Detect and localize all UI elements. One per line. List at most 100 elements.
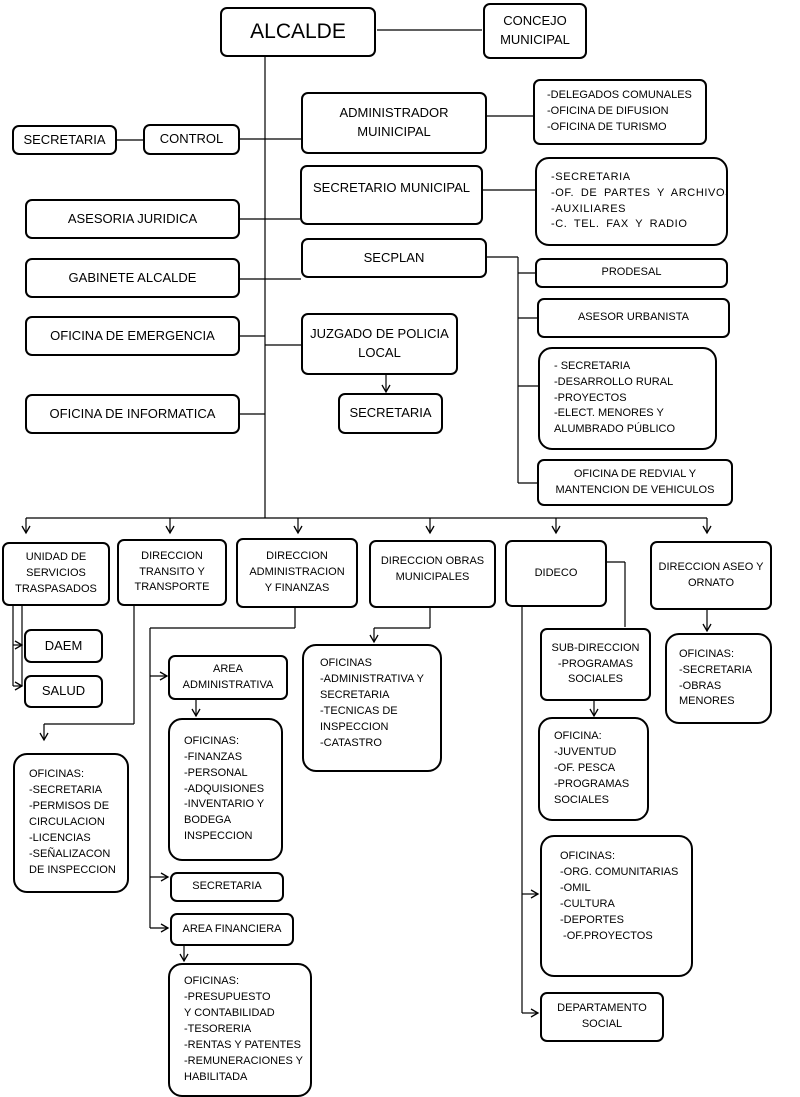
sec-oficina-2: -OF. DE PARTES Y ARCHIVOS: [551, 186, 728, 199]
obras-label-1: DIRECCION OBRAS: [380, 555, 485, 567]
juzgado-secretaria-box: SECRETARIA: [338, 393, 443, 434]
subdir-oficina-4: SOCIALES: [554, 793, 610, 806]
administrador-municipal-box: ADMINISTRADOR MUINICIPAL: [301, 92, 487, 154]
area-fin-oficina-0: OFICINAS:: [184, 975, 240, 988]
secplan-oficina-3: -PROYECTOS: [554, 391, 627, 404]
secretario-oficinas-box: -SECRETARIA -OF. DE PARTES Y ARCHIVOS -A…: [535, 157, 728, 246]
salud-label: SALUD: [41, 683, 86, 699]
dideco-oficina-5: -OF.PROYECTOS: [560, 929, 653, 942]
daem-box: DAEM: [24, 629, 103, 663]
subdir-label-1: SUB-DIRECCION: [551, 641, 640, 654]
concejo-municipal-box: CONCEJO MUNICIPAL: [483, 3, 587, 59]
area-financiera-label: AREA FINANCIERA: [182, 922, 282, 935]
obras-oficina-4: INSPECCION: [320, 720, 389, 733]
transito-oficina-1: -SECRETARIA: [29, 784, 103, 797]
administrador-label-2: MUINICIPAL: [357, 124, 431, 139]
dideco-oficinas-box: OFICINAS: -ORG. COMUNITARIAS -OMIL -CULT…: [540, 835, 693, 977]
administracion-label-2: ADMINISTRACION: [249, 566, 345, 579]
secplan-oficinas-box: - SECRETARIA -DESARROLLO RURAL -PROYECTO…: [538, 347, 717, 450]
aseo-oficina-2: -OBRAS: [679, 679, 722, 692]
area-admin-oficina-0: OFICINAS:: [184, 734, 240, 747]
secplan-oficina-2: -DESARROLLO RURAL: [554, 375, 674, 388]
transito-oficinas-box: OFICINAS: -SECRETARIA -PERMISOS DE CIRCU…: [13, 753, 129, 893]
secretaria-control-label: SECRETARIA: [23, 131, 106, 147]
oficina-emergencia-box: OFICINA DE EMERGENCIA: [25, 316, 240, 356]
secplan-label: SECPLAN: [363, 250, 425, 265]
admin-secretaria-label: SECRETARIA: [192, 880, 262, 893]
adm-oficina-2: -OFICINA DE DIFUSION: [547, 105, 669, 118]
dideco-oficina-4: -DEPORTES: [560, 913, 624, 926]
area-fin-oficina-2: Y CONTABILIDAD: [184, 1007, 275, 1020]
daem-label: DAEM: [44, 637, 83, 653]
secretario-municipal-box: SECRETARIO MUNICIPAL: [300, 165, 483, 225]
adm-oficina-3: -OFICINA DE TURISMO: [547, 120, 667, 133]
direccion-obras-box: DIRECCION OBRAS MUNICIPALES: [369, 540, 496, 608]
concejo-label-1: CONCEJO: [503, 13, 567, 29]
obras-oficina-2: SECRETARIA: [320, 688, 390, 701]
juzgado-secretaria-label: SECRETARIA: [349, 405, 432, 421]
area-administrativa-box: AREA ADMINISTRATIVA: [168, 655, 288, 700]
area-admin-label-1: AREA: [213, 662, 243, 675]
area-admin-oficina-4: -INVENTARIO Y: [184, 798, 265, 811]
oficina-redvial-box: OFICINA DE REDVIAL Y MANTENCION DE VEHIC…: [537, 459, 733, 506]
oficina-informatica-box: OFICINA DE INFORMATICA: [25, 394, 240, 434]
secplan-box: SECPLAN: [301, 238, 487, 278]
transito-oficina-3: CIRCULACION: [29, 816, 105, 829]
sec-oficina-3: -AUXILIARES: [551, 202, 627, 215]
secretaria-control-box: SECRETARIA: [12, 125, 117, 155]
obras-label-2: MUNICIPALES: [395, 570, 470, 583]
asesoria-juridica-label: ASESORIA JURIDICA: [67, 210, 198, 226]
administrador-oficinas-box: -DELEGADOS COMUNALES -OFICINA DE DIFUSIO…: [533, 79, 707, 145]
obras-oficina-5: -CATASTRO: [320, 736, 382, 749]
depto-social-label-1: DEPARTAMENTO: [557, 1002, 647, 1015]
transito-oficina-6: DE INSPECCION: [29, 863, 116, 876]
aseo-oficina-0: OFICINAS:: [679, 647, 735, 660]
direccion-administracion-box: DIRECCION ADMINISTRACION Y FINANZAS: [236, 538, 358, 608]
aseo-oficinas-box: OFICINAS: -SECRETARIA -OBRAS MENORES: [665, 633, 772, 724]
concejo-label-2: MUNICIPAL: [500, 32, 570, 47]
transito-label-2: TRANSITO Y: [139, 565, 205, 578]
obras-oficina-1: -ADMINISTRATIVA Y: [320, 672, 424, 685]
transito-oficina-2: -PERMISOS DE: [29, 800, 110, 813]
dideco-oficina-1: -ORG. COMUNITARIAS: [560, 865, 679, 878]
aseo-label-1: DIRECCION ASEO Y: [658, 560, 764, 573]
direccion-transito-box: DIRECCION TRANSITO Y TRANSPORTE: [117, 539, 227, 606]
alcalde-label: ALCALDE: [250, 19, 346, 43]
prodesal-label: PRODESAL: [601, 266, 662, 279]
administrador-label-1: ADMINISTRADOR: [339, 105, 449, 121]
subdir-oficina-3: -PROGRAMAS: [554, 777, 630, 790]
transito-label-1: DIRECCION: [141, 549, 203, 562]
sec-oficina-1: -SECRETARIA: [551, 170, 631, 183]
juzgado-label-2: LOCAL: [358, 345, 401, 360]
subdir-oficina-1: -JUVENTUD: [554, 746, 617, 759]
dideco-label: DIDECO: [534, 566, 578, 579]
dideco-oficina-0: OFICINAS:: [560, 850, 616, 862]
sec-oficina-4: -C. TEL. FAX Y RADIO: [551, 218, 688, 231]
subdir-oficina-0: OFICINA:: [554, 730, 602, 743]
adm-oficina-1: -DELEGADOS COMUNALES: [547, 89, 692, 102]
control-box: CONTROL: [143, 124, 240, 155]
area-admin-oficina-2: -PERSONAL: [184, 766, 248, 779]
transito-oficina-5: -SEÑALIZACON: [29, 847, 111, 860]
obras-oficina-0: OFICINAS: [320, 657, 372, 669]
direccion-aseo-ornato-box: DIRECCION ASEO Y ORNATO: [650, 541, 772, 610]
departamento-social-box: DEPARTAMENTO SOCIAL: [540, 992, 664, 1042]
secplan-oficina-4: -ELECT. MENORES Y: [554, 407, 664, 420]
obras-oficina-3: -TECNICAS DE: [320, 704, 398, 717]
transito-oficina-4: -LICENCIAS: [29, 831, 91, 844]
administracion-label-3: Y FINANZAS: [264, 581, 330, 594]
area-administrativa-oficinas-box: OFICINAS: -FINANZAS -PERSONAL -ADQUISION…: [168, 718, 283, 861]
asesor-urbanista-box: ASESOR URBANISTA: [537, 298, 730, 338]
sub-direccion-oficinas-box: OFICINA: -JUVENTUD -OF. PESCA -PROGRAMAS…: [538, 717, 649, 821]
area-financiera-oficinas-box: OFICINAS: -PRESUPUESTO Y CONTABILIDAD -T…: [168, 963, 312, 1097]
area-admin-oficina-1: -FINANZAS: [184, 750, 243, 763]
gabinete-alcalde-box: GABINETE ALCALDE: [25, 258, 240, 298]
aseo-oficina-3: MENORES: [679, 695, 735, 708]
alcalde-box: ALCALDE: [220, 7, 376, 57]
dideco-oficina-3: -CULTURA: [560, 897, 615, 910]
area-admin-label-2: ADMINISTRATIVA: [182, 678, 274, 691]
transito-label-3: TRANSPORTE: [134, 581, 210, 594]
oficina-informatica-label: OFICINA DE INFORMATICA: [49, 405, 216, 421]
unidad-label-1: UNIDAD DE: [25, 551, 87, 564]
area-fin-oficina-3: -TESORERIA: [184, 1023, 252, 1036]
